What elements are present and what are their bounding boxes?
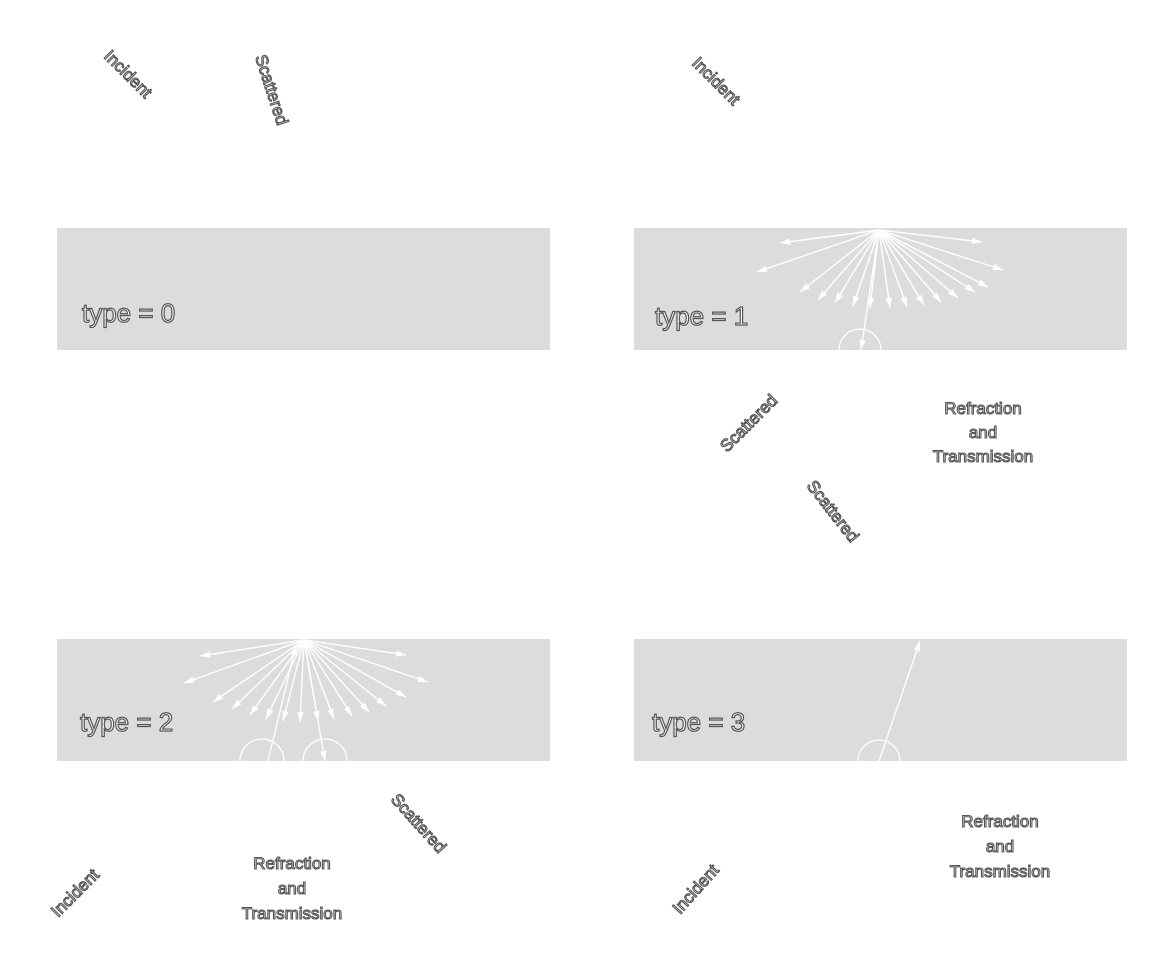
panel-type1-incident-label: Incident (688, 53, 744, 109)
panel-type1-label: type = 1 (655, 301, 748, 331)
panel-type1-scattered-left-label: Scattered (716, 391, 781, 456)
panel-type0-scattered-label: Scattered (251, 52, 292, 127)
type2-angle-arc-right (302, 738, 348, 762)
type2-scatter-ray-6-head (282, 710, 289, 721)
type2-scatter-ray-14-head (417, 675, 428, 682)
type1-scatter-ray-2-head (800, 283, 810, 292)
type1-scatter-ray-9-head (916, 294, 924, 305)
type1-scatter-ray-14 (878, 229, 1004, 271)
type2-scatter-ray-3 (231, 639, 305, 710)
type2-transmitted-ray (303, 639, 326, 762)
type3-angle-arc (857, 739, 901, 762)
type1-scatter-ray-8 (878, 229, 908, 308)
type3-transmitted-ray-head (913, 641, 920, 652)
type2-scatter-ray-13 (303, 639, 407, 698)
type1-scatter-ray-14-head (992, 263, 1003, 270)
type2-scatter-ray-5-head (266, 708, 274, 719)
type1-scatter-ray-13-head (977, 279, 988, 287)
type2-scatter-ray-14 (303, 639, 429, 683)
panel-type1-rays (756, 229, 1004, 351)
panel-type2-scattered-label: Scattered (387, 790, 450, 857)
type1-scatter-ray-13 (878, 229, 989, 288)
type2-scatter-ray-7-head (297, 711, 304, 722)
type2-scatter-ray-10 (303, 639, 353, 717)
type2-scatter-ray-1 (183, 639, 305, 684)
type1-scatter-ray-0 (779, 229, 880, 244)
type2-scatter-ray-1-head (184, 676, 195, 683)
type1-scatter-ray-10 (878, 229, 942, 303)
panel-type3-incident-label: Incident (669, 861, 723, 918)
type2-scatter-ray-0-head (200, 651, 211, 658)
panel-type3-refraction-line2: and (986, 837, 1014, 856)
panel-type2-refraction-line1: Refraction (253, 854, 330, 873)
panel-type1-box (634, 228, 1127, 350)
type2-scatter-ray-9 (303, 639, 335, 720)
type1-scatter-ray-11 (878, 229, 959, 299)
type2-scatter-ray-10-head (343, 705, 352, 716)
type2-scatter-ray-12 (303, 639, 387, 707)
type1-scatter-ray-15-head (971, 237, 982, 245)
panel-type2-refraction-line3: Transmission (242, 904, 342, 923)
panel-type1-refraction-line1: Refraction (944, 399, 1021, 418)
type1-scatter-ray-1-head (757, 265, 768, 272)
type1-scatter-ray-5 (852, 229, 880, 307)
type2-scatter-ray-7 (299, 639, 305, 723)
type2-scatter-ray-11 (303, 639, 370, 713)
type1-scatter-ray-10-head (932, 292, 941, 302)
panel-type0-incident-label: Incident (100, 46, 156, 102)
panel-type3-rays (857, 640, 921, 762)
type2-scatter-ray-3-head (232, 699, 242, 709)
panel-type3-label: type = 3 (652, 707, 745, 737)
type2-scatter-ray-2 (212, 639, 305, 703)
panel-type3-box (634, 639, 1127, 761)
panel-type2-refraction-line2: and (278, 879, 306, 898)
type2-scatter-ray-15-head (395, 650, 406, 657)
type1-angle-arc (838, 328, 882, 351)
type2-transmitted-ray-head (320, 750, 327, 761)
type1-scatter-ray-15 (878, 229, 983, 243)
panel-type2-incident-label: Incident (47, 865, 103, 921)
panel-type1-refraction-line3: Transmission (933, 447, 1033, 466)
panel-type1-refraction-line2: and (969, 423, 997, 442)
type1-scatter-ray-1 (756, 229, 880, 273)
type1-scatter-ray-3-head (818, 290, 827, 300)
panel-type3-refraction-line1: Refraction (961, 812, 1038, 831)
type1-scatter-ray-9 (878, 229, 925, 306)
panel-type1-scattered-right-label: Scattered (803, 477, 863, 546)
type1-scatter-ray-8-head (900, 296, 907, 307)
type1-scatter-ray-12-head (964, 283, 975, 292)
type1-scatter-ray-6-head (867, 297, 875, 308)
panel-type2-label: type = 2 (80, 707, 173, 737)
type1-scatter-ray-4 (834, 229, 880, 304)
type1-transmitted-ray-head (859, 339, 866, 350)
type2-incident-ray-head (290, 645, 297, 656)
type2-scatter-ray-12-head (376, 697, 386, 706)
panel-type0-box (57, 228, 550, 350)
type2-angle-arc-left (239, 738, 285, 762)
type2-scatter-ray-5 (265, 639, 305, 720)
type1-scatter-ray-7 (878, 229, 891, 309)
type1-scatter-ray-11-head (948, 289, 958, 298)
type2-scatter-ray-13-head (395, 689, 406, 697)
type1-scatter-ray-2 (799, 229, 880, 293)
panel-type0-label: type = 0 (82, 298, 175, 328)
type1-scatter-ray-4-head (835, 292, 843, 303)
type2-scatter-ray-4-head (250, 705, 259, 715)
type2-scatter-ray-11-head (359, 702, 369, 712)
type2-scatter-ray-0 (199, 639, 305, 657)
type1-scatter-ray-5-head (853, 295, 860, 306)
type1-scatter-ray-3 (817, 229, 880, 301)
panel-type2-rays (183, 639, 429, 762)
panel-type3-refraction-line3: Transmission (950, 862, 1050, 881)
type1-scatter-ray-7-head (885, 297, 892, 308)
type2-scatter-ray-15 (303, 639, 407, 656)
type1-scatter-ray-12 (878, 229, 976, 293)
type2-scatter-ray-6 (282, 639, 305, 722)
type2-scatter-ray-9-head (327, 708, 334, 719)
type2-scatter-ray-2-head (213, 693, 224, 702)
type1-scatter-ray-0-head (780, 238, 791, 245)
